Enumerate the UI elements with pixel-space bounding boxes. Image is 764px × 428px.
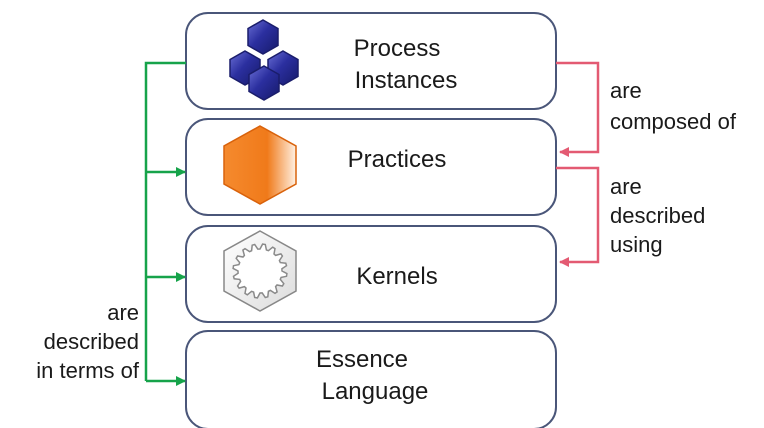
- orange-hexagon-icon: [223, 125, 297, 205]
- green-connector: [144, 61, 186, 386]
- pink-connector-line: [556, 61, 600, 157]
- pink-connector-described-using: [556, 166, 600, 267]
- pink-connector-composed: [556, 61, 600, 157]
- blue-hexagon-cluster-icon: [229, 19, 299, 101]
- layer-box-essence-language: [185, 330, 557, 428]
- layer-label-line1: Essence: [316, 346, 408, 373]
- relation-described-using-line3: using: [610, 232, 663, 257]
- relation-described-in-terms-line1: are: [107, 300, 139, 325]
- layer-label-line2: Instances: [355, 67, 458, 94]
- layer-label-line2: Language: [322, 378, 429, 405]
- layer-essence-language: Essence Language: [185, 330, 557, 428]
- relation-described-in-terms-line2: described: [44, 329, 139, 354]
- pink-connector-line: [556, 166, 600, 267]
- layer-label-line1: Process: [354, 35, 441, 62]
- layer-label-line1: Kernels: [356, 263, 437, 290]
- gear-hexagon-icon: [223, 230, 297, 312]
- relation-composed-line1: are: [610, 78, 642, 103]
- relation-described-using-line1: are: [610, 174, 642, 199]
- relation-described-using-line2: described: [610, 203, 705, 228]
- layer-practices: Practices: [185, 118, 557, 216]
- relation-composed-line2: composed of: [610, 109, 737, 134]
- green-connector-line: [144, 61, 186, 381]
- layer-label-line1: Practices: [348, 146, 447, 173]
- layer-process-instances: Process Instances: [185, 12, 557, 110]
- layer-kernels: Kernels: [185, 225, 557, 323]
- relation-described-in-terms-line3: in terms of: [36, 358, 140, 383]
